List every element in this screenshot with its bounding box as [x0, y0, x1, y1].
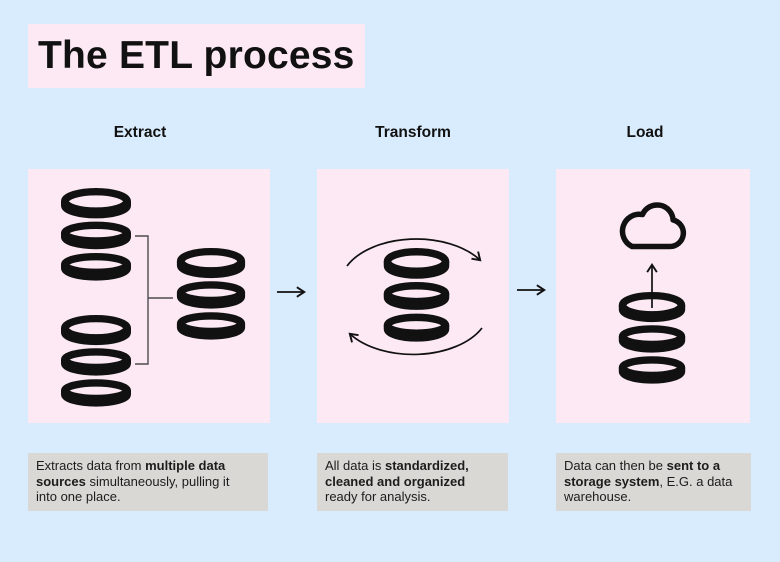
database-icon [65, 319, 127, 403]
load-illustration [556, 202, 687, 423]
caption-line: Data can then be sent to a [564, 458, 743, 474]
caption-text-segment: standardized, [384, 458, 469, 473]
right-arrow-icon [517, 284, 546, 296]
column-header-transform: Transform [375, 124, 451, 141]
extract-panel [28, 169, 270, 423]
caption-text-segment: cleaned and organized [325, 473, 466, 489]
caption-line: into one place. [36, 489, 260, 505]
caption-text-segment: All data is [325, 458, 385, 473]
transform-illustration [346, 238, 483, 356]
caption-text-segment: ready for analysis. [325, 489, 431, 505]
cloud-icon [619, 202, 687, 250]
database-icon [623, 296, 682, 380]
load-caption: Data can then be sent to a storage syste… [556, 453, 751, 511]
column-header-extract: Extract [113, 124, 167, 141]
page-title: The ETL process [38, 34, 355, 77]
caption-line: ready for analysis. [325, 489, 500, 505]
sync-arrows-icon [346, 238, 483, 356]
caption-text-segment: , E.G. a data [659, 473, 733, 489]
transform-panel [317, 169, 509, 423]
extract-caption: Extracts data from multiple data sources… [28, 453, 268, 511]
caption-line: sources simultaneously, pulling it [36, 474, 260, 490]
caption-line: All data is standardized, [325, 458, 500, 474]
caption-text-segment: sent to a [666, 458, 721, 473]
caption-line: warehouse. [564, 489, 743, 505]
database-icon [387, 252, 445, 338]
caption-text-segment: Data can then be [564, 458, 667, 473]
caption-text-segment: multiple data [145, 458, 226, 473]
caption-text-segment: storage system [564, 473, 660, 489]
caption-text-segment: Extracts data from [36, 458, 146, 473]
database-icon [181, 252, 241, 336]
caption-text-segment: warehouse. [564, 489, 632, 505]
right-arrow-icon [277, 286, 306, 298]
caption-line: Extracts data from multiple data [36, 458, 260, 474]
bracket-connector [135, 235, 173, 365]
caption-text-segment: sources [36, 473, 86, 489]
column-header-load: Load [626, 124, 664, 141]
caption-line: storage system, E.G. a data [564, 474, 743, 490]
caption-text-segment: into one place. [36, 489, 121, 505]
caption-line: cleaned and organized [325, 474, 500, 490]
transform-caption: All data is standardized, cleaned and or… [317, 453, 508, 511]
title-banner: The ETL process [28, 24, 365, 88]
extract-illustration [28, 169, 270, 423]
database-icon [65, 192, 127, 277]
caption-text-segment: simultaneously, pulling it [85, 473, 230, 489]
load-panel [556, 169, 750, 423]
